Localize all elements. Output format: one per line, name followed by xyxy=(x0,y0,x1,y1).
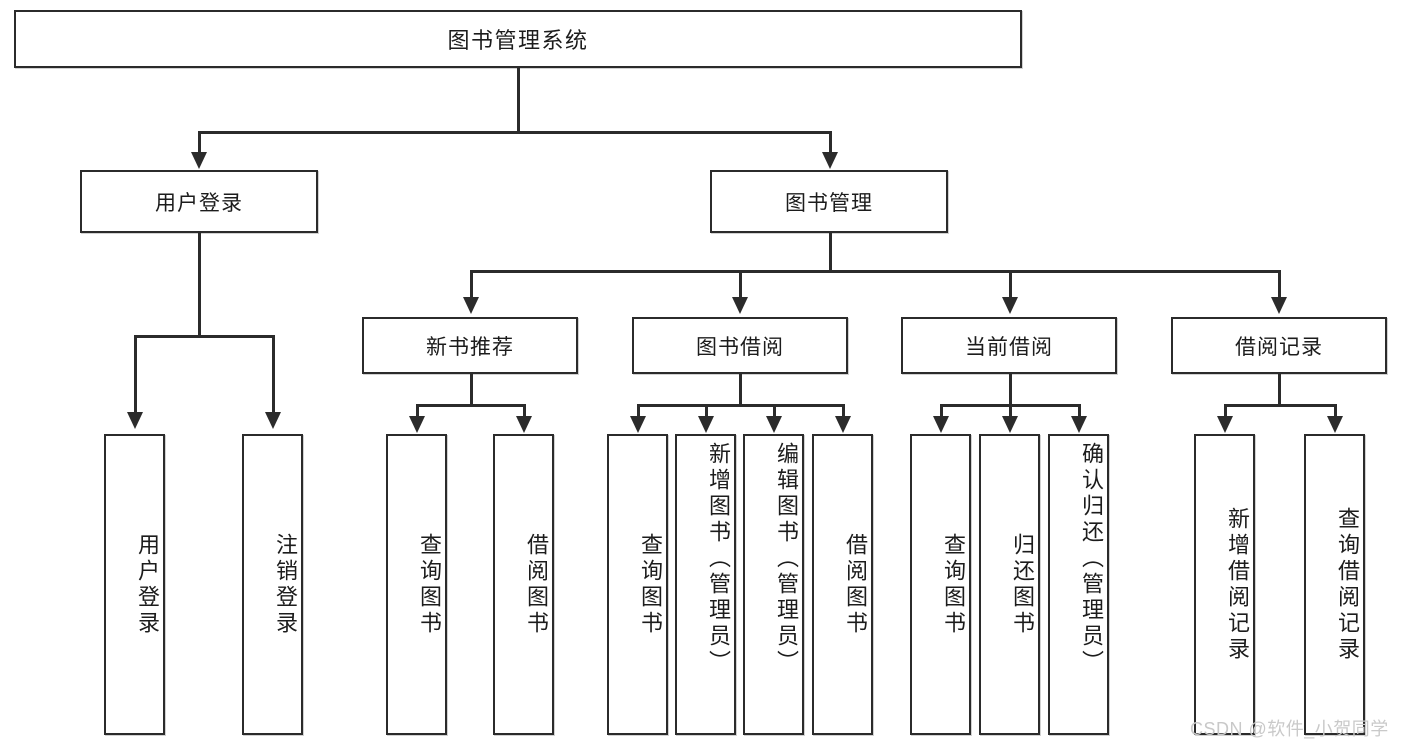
connector-book-borrow-leaf4 xyxy=(842,404,845,418)
connector-new-book-rec-stem xyxy=(470,374,473,404)
arrow-current-borrow-leaf2 xyxy=(1002,416,1018,433)
arrow-book-borrow-leaf2 xyxy=(698,416,714,433)
arrow-borrow-record-leaf2 xyxy=(1327,416,1343,433)
node-book-borrow[interactable]: 图书借阅 xyxy=(632,317,848,374)
connector-borrow-record-leaf2 xyxy=(1334,404,1337,418)
connector-book-borrow-leaf2 xyxy=(705,404,708,418)
leaf-label: 新增借阅记录 xyxy=(1225,506,1250,663)
node-book-manage[interactable]: 图书管理 xyxy=(710,170,948,233)
connector-book-borrow-leaf3 xyxy=(773,404,776,418)
leaf-label: 归还图书 xyxy=(1010,532,1035,637)
leaf-user-login-0[interactable]: 用户登录 xyxy=(104,434,165,735)
node-new-book-rec[interactable]: 新书推荐 xyxy=(362,317,578,374)
arrow-book-borrow-leaf3 xyxy=(766,416,782,433)
connector-user-login-leaf1 xyxy=(134,335,137,415)
arrow-current-borrow-leaf3 xyxy=(1071,416,1087,433)
arrow-root-to-book-manage xyxy=(822,152,838,169)
leaf-label: 查询图书 xyxy=(417,532,442,637)
node-current-borrow-label: 当前借阅 xyxy=(965,335,1053,359)
connector-book-manage-stem xyxy=(829,233,832,270)
node-user-login-label: 用户登录 xyxy=(155,191,243,215)
arrow-to-book-borrow xyxy=(732,297,748,314)
node-user-login[interactable]: 用户登录 xyxy=(80,170,318,233)
connector-user-login-bar xyxy=(134,335,275,338)
connector-book-borrow-stem xyxy=(739,374,742,404)
leaf-label: 确认归还（管理员） xyxy=(1079,442,1104,676)
connector-to-current-borrow xyxy=(1009,270,1012,300)
leaf-book-borrow-0[interactable]: 查询图书 xyxy=(607,434,668,735)
leaf-label: 查询图书 xyxy=(941,532,966,637)
node-root-label: 图书管理系统 xyxy=(447,28,589,53)
leaf-borrow-record-0[interactable]: 新增借阅记录 xyxy=(1194,434,1255,735)
leaf-book-borrow-3[interactable]: 借阅图书 xyxy=(812,434,873,735)
csdn-watermark: CSDN @软件_小贺同学 xyxy=(1190,719,1389,739)
leaf-label: 用户登录 xyxy=(135,532,160,637)
connector-to-new-book-rec xyxy=(470,270,473,300)
arrow-to-current-borrow xyxy=(1002,297,1018,314)
connector-current-borrow-leaf2 xyxy=(1009,404,1012,418)
leaf-new-book-rec-0[interactable]: 查询图书 xyxy=(386,434,447,735)
arrow-user-login-leaf2 xyxy=(265,412,281,429)
leaf-label: 新增图书（管理员） xyxy=(706,442,731,676)
leaf-label: 查询图书 xyxy=(638,532,663,637)
arrow-new-book-rec-leaf1 xyxy=(409,416,425,433)
connector-new-book-rec-leaf2 xyxy=(523,404,526,418)
arrow-book-borrow-leaf4 xyxy=(835,416,851,433)
node-borrow-record[interactable]: 借阅记录 xyxy=(1171,317,1387,374)
connector-new-book-rec-leaf1 xyxy=(416,404,419,418)
connector-borrow-record-leaf1 xyxy=(1224,404,1227,418)
connector-book-manage-bar xyxy=(470,270,1281,273)
connector-borrow-record-bar xyxy=(1224,404,1337,407)
leaf-label: 编辑图书（管理员） xyxy=(774,442,799,676)
connector-current-borrow-stem xyxy=(1009,374,1012,404)
arrow-current-borrow-leaf1 xyxy=(933,416,949,433)
node-new-book-rec-label: 新书推荐 xyxy=(426,335,514,359)
leaf-current-borrow-0[interactable]: 查询图书 xyxy=(910,434,971,735)
node-book-manage-label: 图书管理 xyxy=(785,191,873,215)
connector-current-borrow-leaf3 xyxy=(1078,404,1081,418)
leaf-label: 借阅图书 xyxy=(843,532,868,637)
arrow-to-borrow-record xyxy=(1271,297,1287,314)
leaf-label: 查询借阅记录 xyxy=(1335,506,1360,663)
connector-current-borrow-leaf1 xyxy=(940,404,943,418)
connector-borrow-record-stem xyxy=(1278,374,1281,404)
connector-book-borrow-leaf1 xyxy=(637,404,640,418)
leaf-book-borrow-1[interactable]: 新增图书（管理员） xyxy=(675,434,736,735)
leaf-label: 注销登录 xyxy=(273,532,298,637)
connector-new-book-rec-bar xyxy=(416,404,526,407)
connector-user-login-stem xyxy=(198,233,201,335)
connector-book-borrow-bar xyxy=(637,404,845,407)
arrow-user-login-leaf1 xyxy=(127,412,143,429)
connector-root-to-book-manage xyxy=(829,131,832,155)
node-book-borrow-label: 图书借阅 xyxy=(696,335,784,359)
leaf-current-borrow-2[interactable]: 确认归还（管理员） xyxy=(1048,434,1109,735)
arrow-root-to-user-login xyxy=(191,152,207,169)
leaf-label: 借阅图书 xyxy=(524,532,549,637)
connector-to-book-borrow xyxy=(739,270,742,300)
connector-user-login-leaf2 xyxy=(272,335,275,415)
leaf-current-borrow-1[interactable]: 归还图书 xyxy=(979,434,1040,735)
connector-to-borrow-record xyxy=(1278,270,1281,300)
connector-root-stem xyxy=(517,68,520,131)
connector-root-to-user-login xyxy=(198,131,201,155)
arrow-new-book-rec-leaf2 xyxy=(516,416,532,433)
node-root[interactable]: 图书管理系统 xyxy=(14,10,1022,68)
arrow-borrow-record-leaf1 xyxy=(1217,416,1233,433)
leaf-user-login-1[interactable]: 注销登录 xyxy=(242,434,303,735)
leaf-new-book-rec-1[interactable]: 借阅图书 xyxy=(493,434,554,735)
leaf-book-borrow-2[interactable]: 编辑图书（管理员） xyxy=(743,434,804,735)
arrow-to-new-book-rec xyxy=(463,297,479,314)
node-current-borrow[interactable]: 当前借阅 xyxy=(901,317,1117,374)
arrow-book-borrow-leaf1 xyxy=(630,416,646,433)
leaf-borrow-record-1[interactable]: 查询借阅记录 xyxy=(1304,434,1365,735)
node-borrow-record-label: 借阅记录 xyxy=(1235,335,1323,359)
connector-root-bar xyxy=(198,131,832,134)
